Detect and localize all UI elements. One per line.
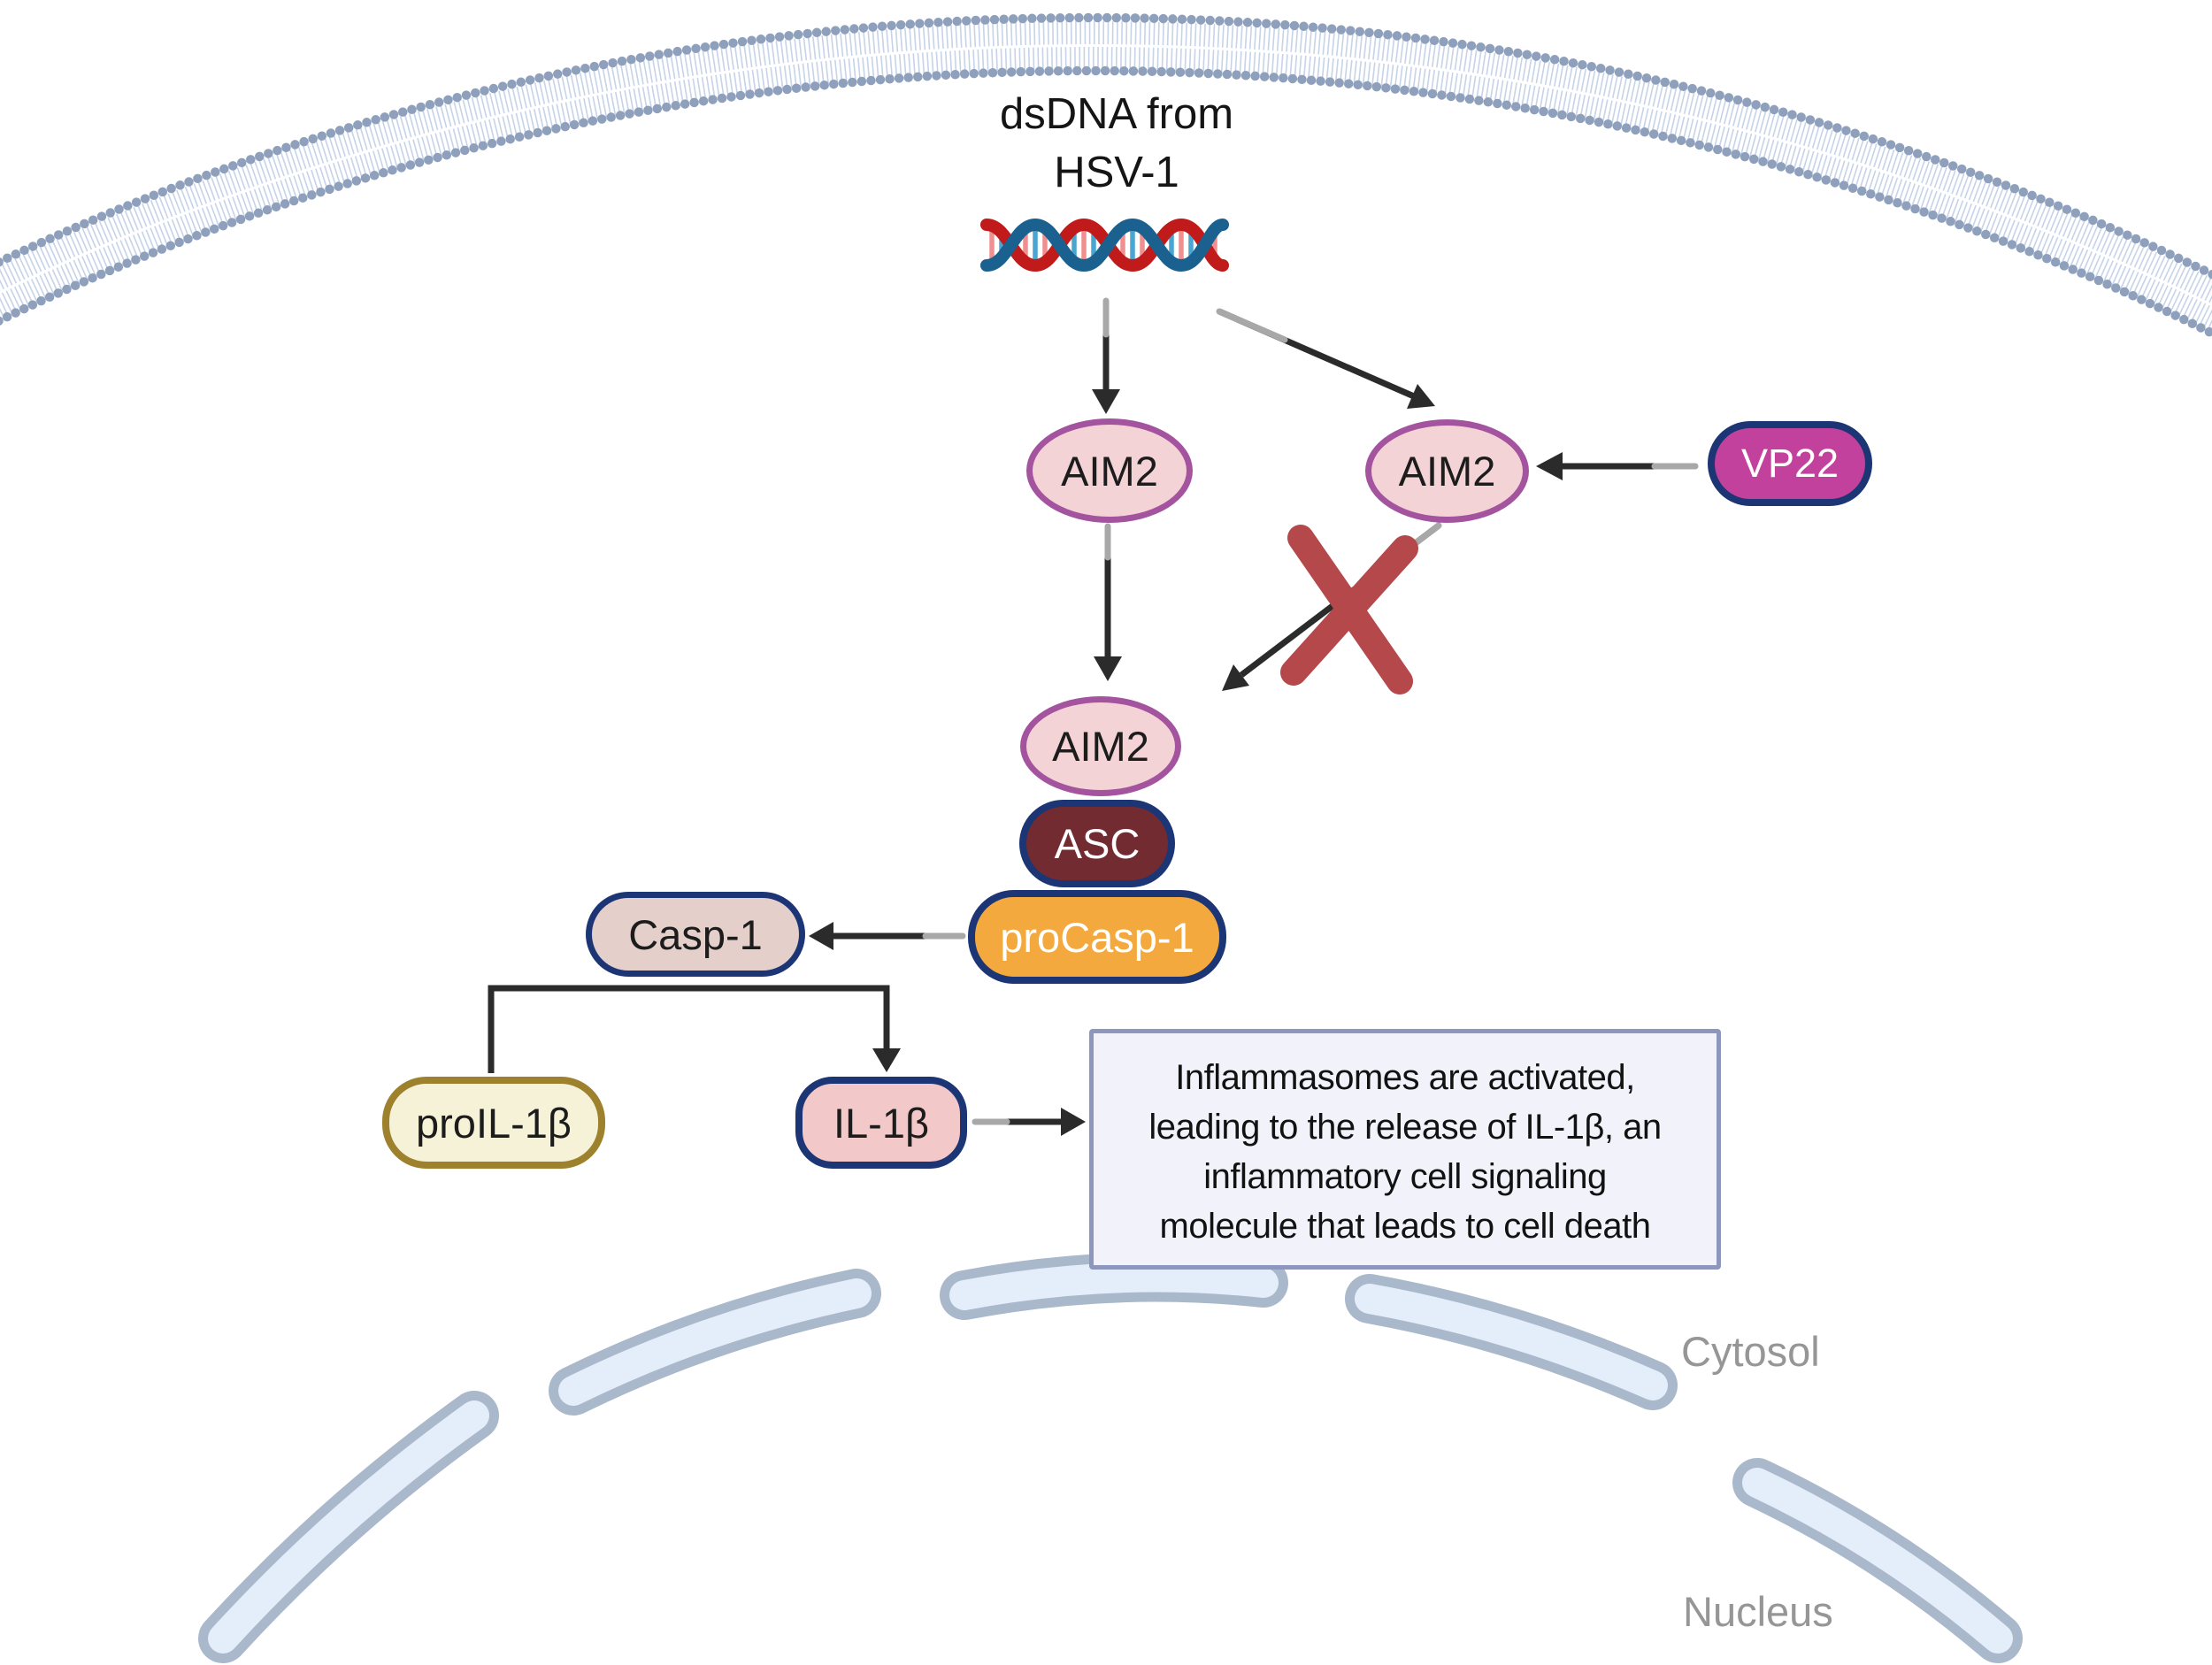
dna-helix-icon	[980, 218, 1229, 272]
node-proil1b: proIL-1β	[382, 1077, 605, 1169]
nuclear-envelope-segment	[1345, 1274, 1678, 1410]
nuclear-envelope-segment	[940, 1252, 1288, 1320]
annotation-line: Inflammasomes are activated,	[1175, 1058, 1635, 1097]
node-casp1: Casp-1	[586, 892, 805, 977]
arrow-dna-to-aim2-left	[1092, 297, 1120, 414]
membrane-inner-heads	[0, 65, 2212, 339]
node-proil1b-label: proIL-1β	[416, 1099, 572, 1147]
node-aim2-complex-label: AIM2	[1052, 723, 1149, 770]
node-aim2-right: AIM2	[1365, 419, 1529, 523]
arrow-dna-to-aim2-right	[1216, 308, 1435, 409]
node-aim2-right-label: AIM2	[1398, 448, 1496, 495]
membrane-upper-tails	[0, 21, 2212, 304]
membrane-outer-heads	[0, 12, 2212, 280]
node-procasp1: proCasp-1	[968, 890, 1226, 984]
annotation-box: Inflammasomes are activated, leading to …	[1089, 1029, 1721, 1270]
connector-casp1-to-il1b	[488, 985, 901, 1073]
node-il1b-label: IL-1β	[833, 1099, 930, 1147]
arrow-vp22-to-aim2	[1536, 452, 1699, 480]
nuclear-envelope-segment	[198, 1391, 499, 1663]
nuclear-envelope	[198, 1252, 2023, 1663]
annotation-line: inflammatory cell signaling	[1203, 1157, 1607, 1196]
dsdna-label-line2: HSV-1	[1054, 149, 1179, 196]
cytosol-label: Cytosol	[1681, 1328, 1820, 1375]
node-aim2-complex: AIM2	[1020, 696, 1181, 796]
inhibition-x-icon	[1280, 525, 1418, 694]
node-asc: ASC	[1019, 800, 1175, 887]
dna-strand-blue	[980, 218, 1229, 272]
annotation-line: molecule that leads to cell death	[1159, 1207, 1651, 1246]
cell-membrane-icon	[0, 12, 2212, 339]
annotation-line: leading to the release of IL-1β, an	[1148, 1108, 1662, 1147]
nucleus-label: Nucleus	[1683, 1588, 1833, 1635]
arrow-il1b-to-annotation	[972, 1108, 1086, 1136]
node-casp1-label: Casp-1	[628, 910, 763, 958]
node-aim2-left-label: AIM2	[1061, 447, 1158, 495]
dsdna-label-line1: dsDNA from	[999, 90, 1234, 138]
node-aim2-left: AIM2	[1026, 418, 1193, 523]
node-vp22-label: VP22	[1740, 441, 1839, 486]
arrow-procasp1-to-casp1	[809, 922, 966, 950]
nuclear-envelope-segment	[1732, 1458, 2023, 1663]
node-il1b: IL-1β	[795, 1077, 967, 1169]
nuclear-envelope-segment	[549, 1269, 881, 1416]
node-vp22: VP22	[1708, 421, 1872, 506]
node-asc-label: ASC	[1054, 820, 1141, 867]
dsdna-hsv1-label: dsDNA from HSV-1	[913, 85, 1320, 202]
node-procasp1-label: proCasp-1	[1000, 913, 1194, 961]
arrow-aim2-to-inflammasome	[1094, 523, 1122, 681]
membrane-lower-tails	[0, 47, 2212, 333]
